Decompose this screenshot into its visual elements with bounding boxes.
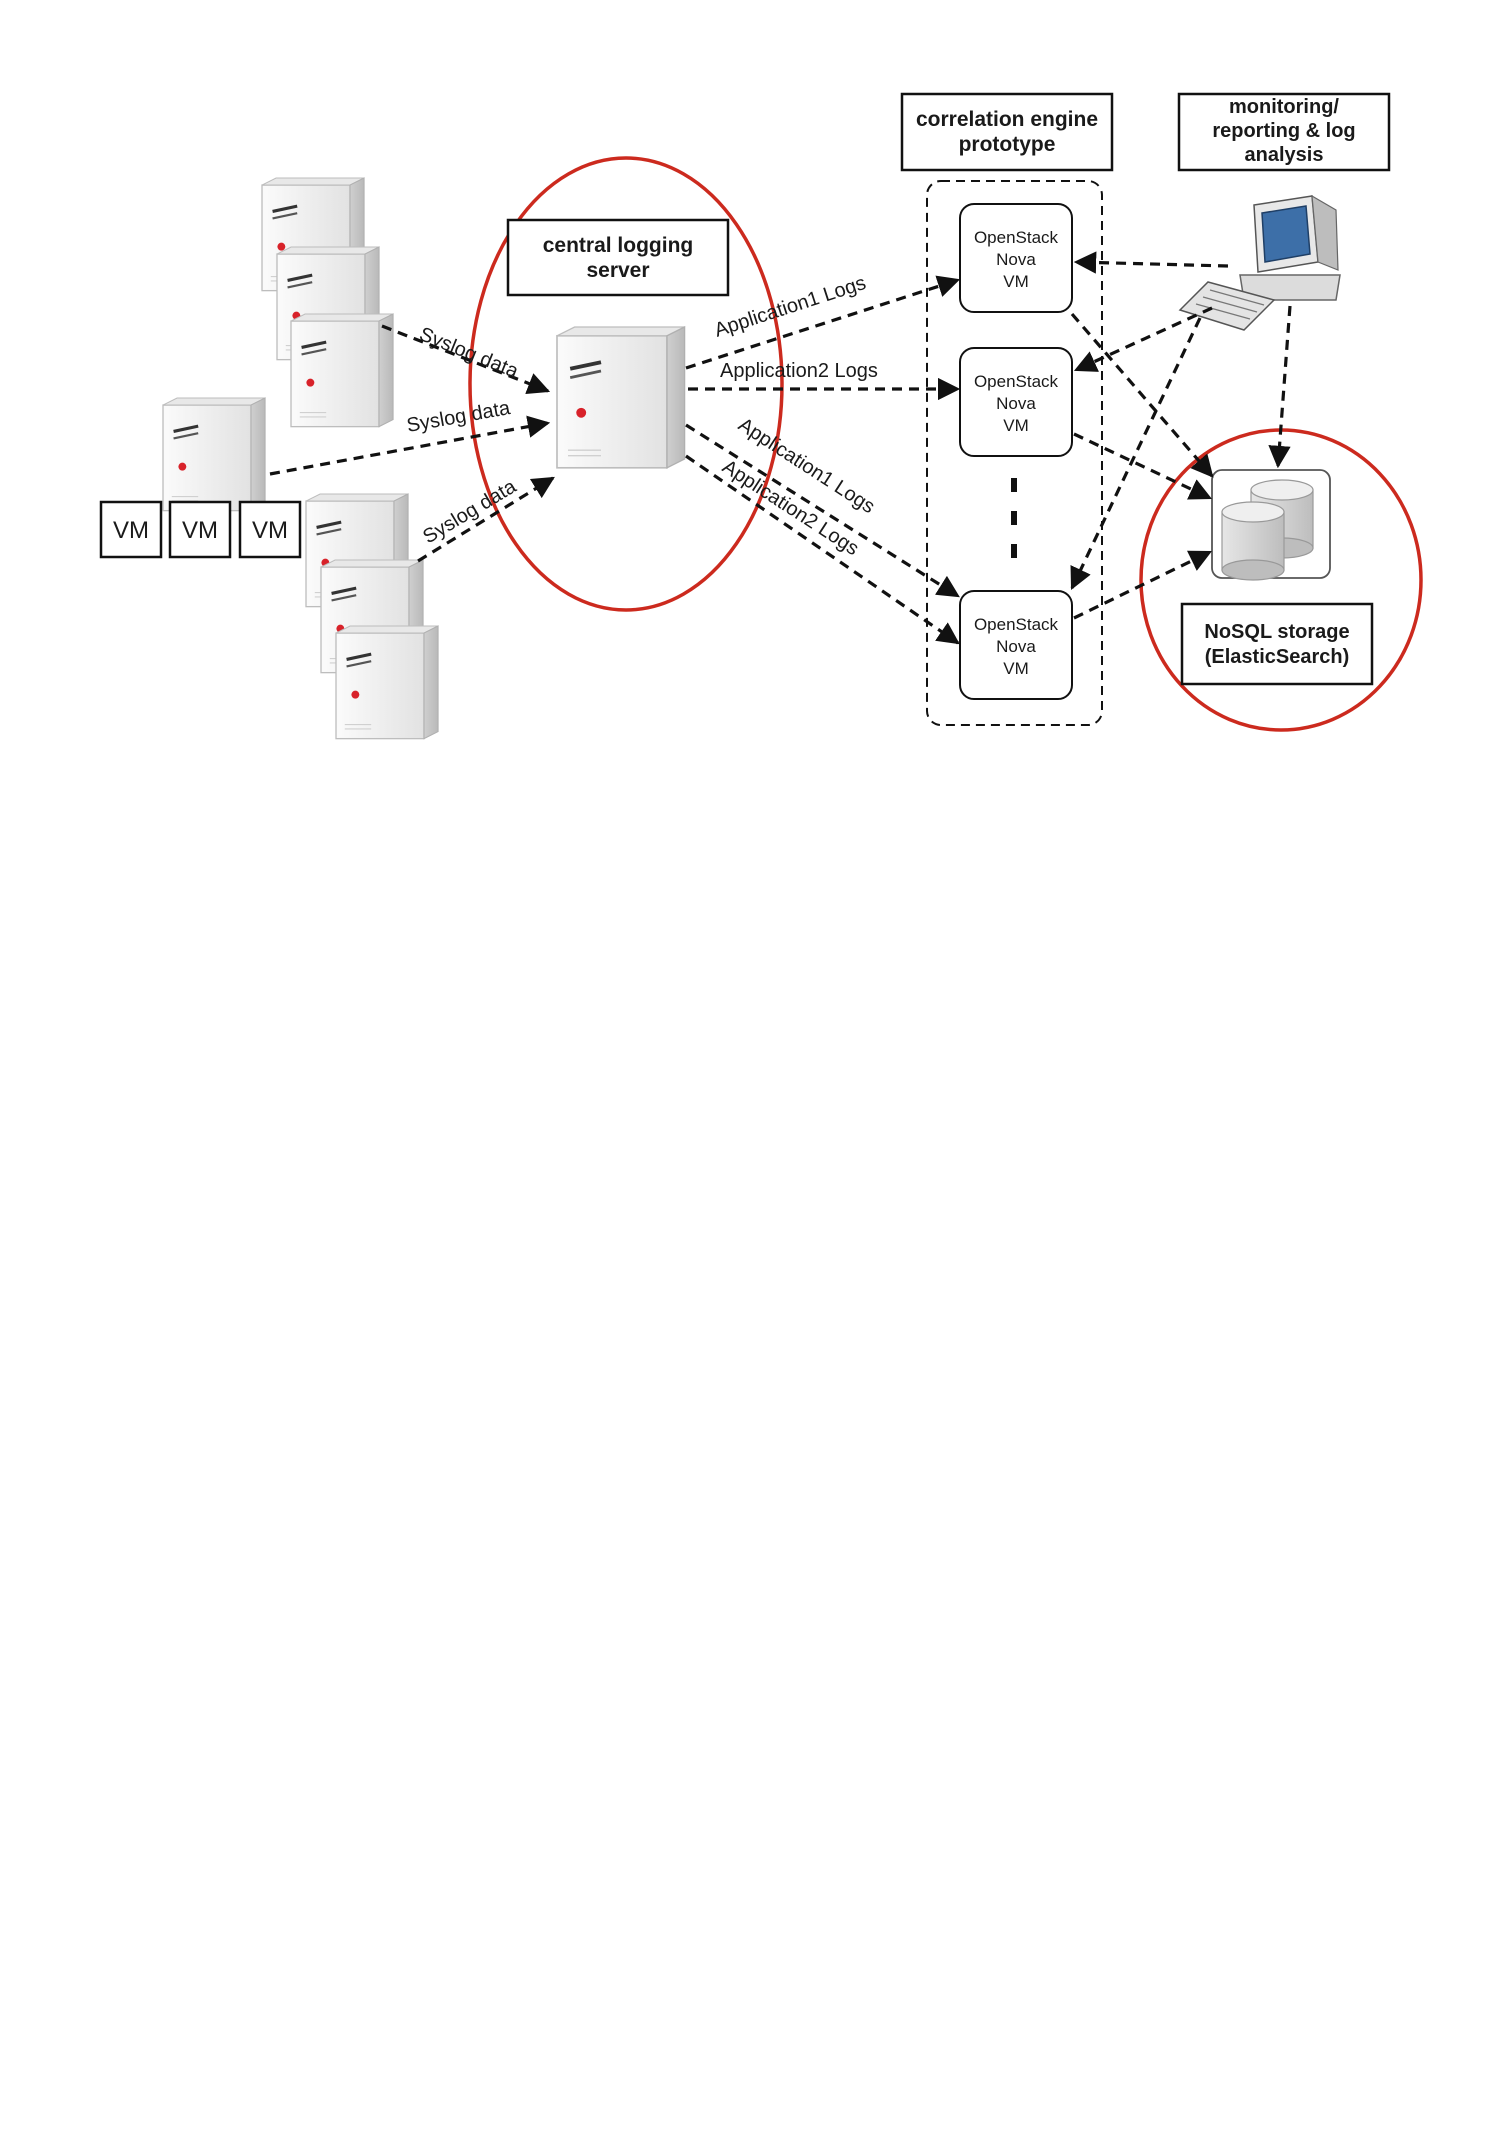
vm2-to-storage-arrow	[1073, 432, 1213, 500]
correlation-engine-box: correlation engine prototype	[900, 92, 1114, 172]
vm-label: VM	[252, 517, 288, 544]
nosql-line1: NoSQL storage	[1204, 621, 1349, 643]
nova-vm-line1: OpenStack	[974, 372, 1059, 391]
app1-label-top: Application1 Logs	[712, 272, 869, 342]
central-logging-box: central logging server	[506, 218, 730, 297]
nova-vm-line2: Nova	[996, 394, 1036, 413]
monitoring-line2: reporting & log	[1212, 120, 1355, 142]
vm-label: VM	[113, 517, 149, 544]
nova-vm-box: OpenStack Nova VM	[959, 203, 1073, 313]
nosql-line2: (ElasticSearch)	[1205, 646, 1350, 668]
syslog-arrow-2	[269, 415, 551, 476]
nova-vm-line1: OpenStack	[974, 228, 1059, 247]
nova-vm-line2: Nova	[996, 250, 1036, 269]
nosql-storage-box: NoSQL storage (ElasticSearch)	[1180, 602, 1374, 686]
nova-vm-line3: VM	[1003, 659, 1029, 678]
central-logging-line1: central logging	[543, 234, 694, 257]
app2-arrow-bottom	[685, 454, 960, 645]
vm-box: VM	[99, 500, 163, 559]
vm-box: VM	[238, 500, 302, 559]
nova-vm-line2: Nova	[996, 637, 1036, 656]
nova-vm-box: OpenStack Nova VM	[959, 590, 1073, 700]
correlation-engine-line1: correlation engine	[916, 108, 1098, 131]
server-icon	[555, 325, 687, 470]
syslog-label-3: Syslog data	[419, 475, 521, 548]
app2-label-bottom: Application2 Logs	[718, 456, 862, 560]
monitor-to-vm3-arrow	[1070, 317, 1202, 591]
syslog-arrow-3	[417, 476, 555, 563]
monitoring-line3: analysis	[1245, 144, 1324, 166]
server-icon	[289, 312, 395, 429]
desktop-computer-icon	[1178, 194, 1341, 331]
monitor-to-vm1-arrow	[1073, 251, 1229, 274]
nova-vm-line3: VM	[1003, 272, 1029, 291]
vm3-to-storage-arrow	[1073, 550, 1213, 620]
monitoring-line1: monitoring/	[1229, 96, 1339, 118]
app2-label-top: Application2 Logs	[720, 360, 878, 382]
database-icon	[1221, 501, 1285, 581]
app1-arrow-top	[685, 275, 961, 370]
nova-vm-box: OpenStack Nova VM	[959, 347, 1073, 457]
server-icon	[161, 396, 267, 513]
app1-arrow-bottom	[685, 423, 960, 598]
server-icon	[334, 624, 440, 741]
central-logging-line2: server	[586, 259, 649, 282]
monitor-to-storage-arrow	[1268, 305, 1292, 469]
monitor-to-vm2-arrow	[1073, 306, 1213, 372]
correlation-engine-line2: prototype	[959, 133, 1056, 156]
syslog-arrow-1	[381, 324, 551, 395]
nova-vm-line1: OpenStack	[974, 615, 1059, 634]
nova-vm-line3: VM	[1003, 416, 1029, 435]
vm1-to-storage-arrow	[1070, 312, 1214, 478]
correlation-engine-container	[926, 180, 1103, 726]
ellipsis-dots	[1011, 478, 1017, 558]
monitoring-box: monitoring/ reporting & log analysis	[1177, 92, 1391, 172]
vm-box: VM	[168, 500, 232, 559]
vm-label: VM	[182, 517, 218, 544]
highlight-circle-central	[468, 156, 784, 612]
